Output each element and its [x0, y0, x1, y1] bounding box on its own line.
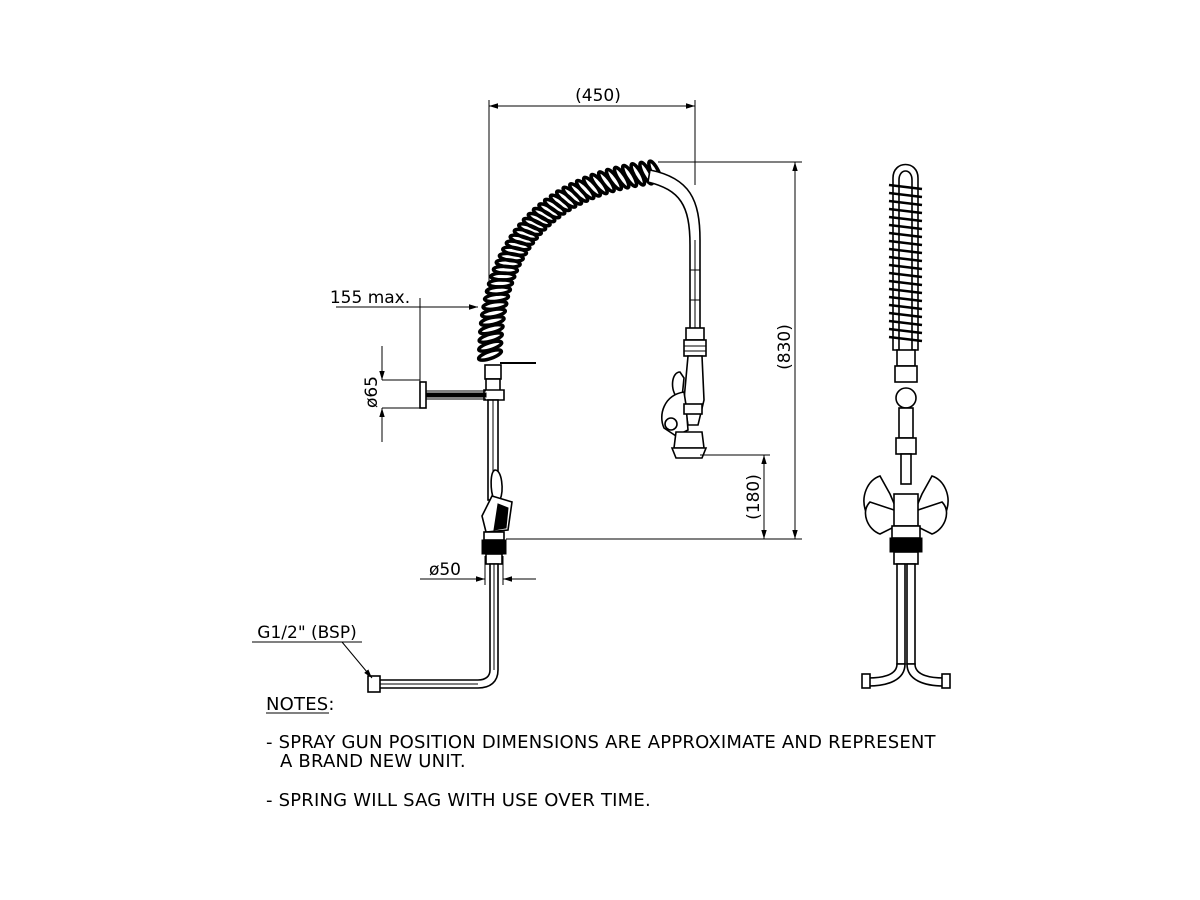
notes-heading: NOTES:	[266, 694, 335, 715]
front-coil-turn	[888, 239, 923, 247]
dimension-lines: (450) (830) (180) 155 max. ø65 ø50 G1/2"…	[252, 86, 802, 679]
note-1-line-1: - SPRAY GUN POSITION DIMENSIONS ARE APPR…	[266, 732, 937, 753]
dim-height-label: (830)	[775, 324, 795, 370]
dim-base-dia-label: ø50	[429, 560, 461, 580]
front-coil-turn	[888, 335, 923, 343]
front-coil-turn	[888, 231, 923, 239]
front-coil-turn	[888, 215, 923, 223]
front-coil-turn	[888, 183, 923, 191]
front-coil-turn	[888, 287, 923, 295]
front-coil-turn	[888, 255, 923, 263]
note-1-line-2: A BRAND NEW UNIT.	[280, 751, 466, 772]
front-coil-turn	[888, 295, 923, 303]
valve-body	[481, 469, 513, 565]
spray-gun	[660, 355, 708, 459]
front-spring-coil	[888, 183, 923, 343]
front-view	[861, 163, 951, 689]
wall-bracket	[419, 381, 487, 409]
front-coil-turn	[888, 199, 923, 207]
dim-spray-height-label: (180)	[744, 474, 764, 520]
front-coil-turn	[888, 207, 923, 215]
front-coil-turn	[888, 263, 923, 271]
notes-block: NOTES: - SPRAY GUN POSITION DIMENSIONS A…	[266, 694, 937, 811]
riser-column	[483, 362, 536, 501]
front-coil-turn	[888, 319, 923, 327]
dim-reach-label: 155 max.	[330, 288, 410, 308]
front-coil-turn	[888, 247, 923, 255]
inlet-thread-label: G1/2" (BSP)	[257, 623, 356, 643]
supply-pipe	[367, 563, 499, 693]
front-coil-turn	[888, 327, 923, 335]
dim-bracket-dia-label: ø65	[362, 376, 382, 408]
side-view	[367, 159, 708, 693]
note-2: - SPRING WILL SAG WITH USE OVER TIME.	[266, 790, 651, 811]
dim-width-label: (450)	[575, 86, 621, 106]
front-coil-turn	[888, 191, 923, 199]
front-coil-turn	[888, 311, 923, 319]
front-coil-turn	[888, 279, 923, 287]
front-coil-turn	[888, 223, 923, 231]
front-coil-turn	[888, 271, 923, 279]
spring-coil	[476, 159, 663, 362]
front-coil-turn	[888, 303, 923, 311]
